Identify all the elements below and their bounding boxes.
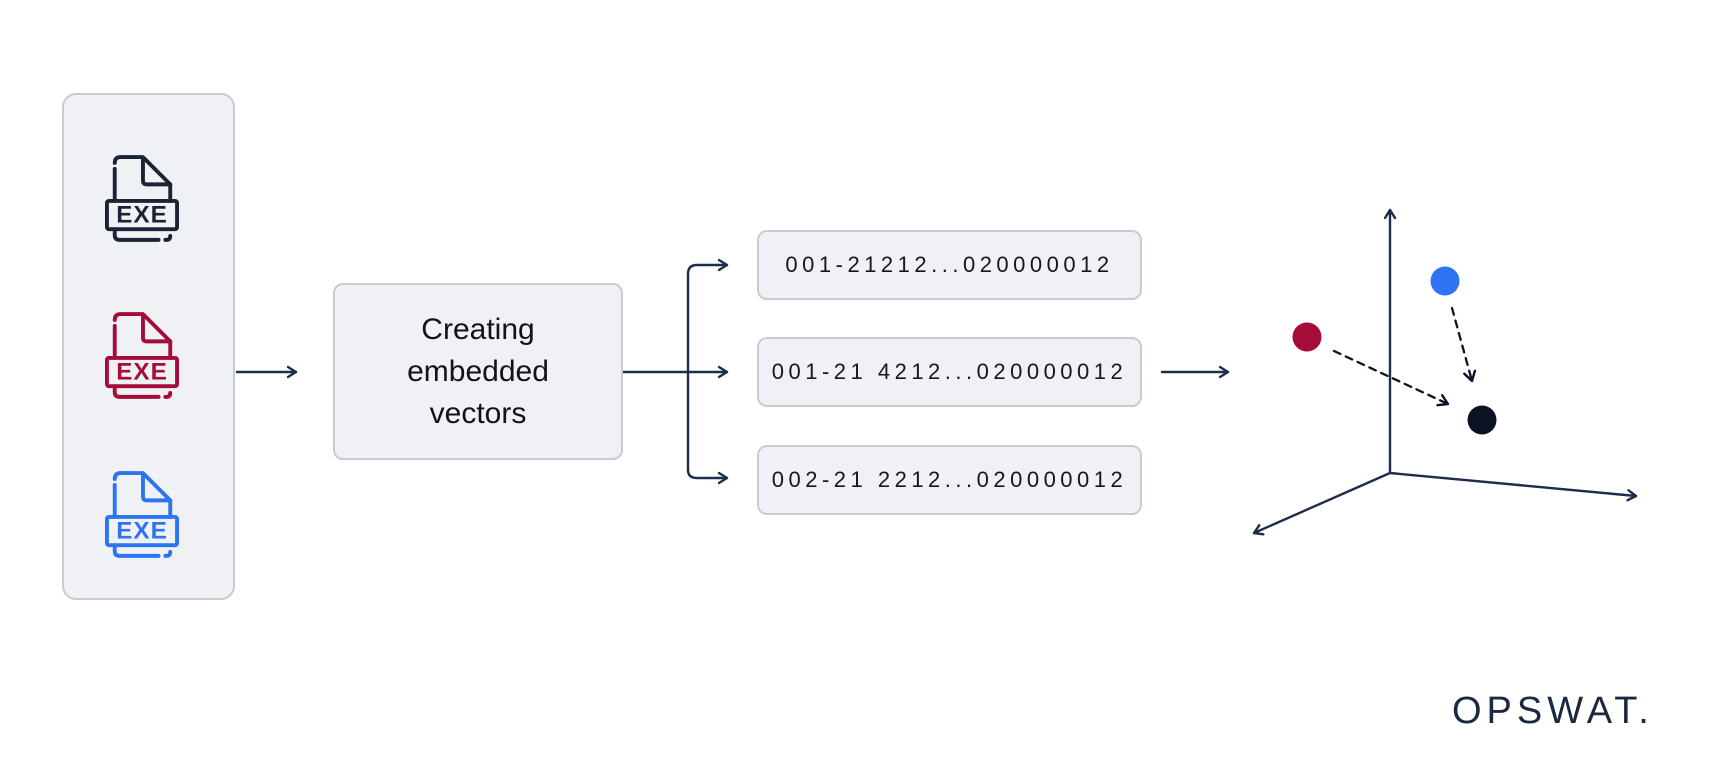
exe-file-icon-crimson: EXE <box>105 312 179 399</box>
arrow-branch-top <box>686 258 729 472</box>
exe-file-outline <box>105 312 179 399</box>
exe-file-icon-blue: EXE <box>105 471 179 558</box>
dashed-arrow-blue-to-dark <box>1450 306 1477 383</box>
vector-box-3: 002-21 2212...020000012 <box>757 445 1142 515</box>
axis-x <box>1388 471 1638 502</box>
vector-value: 001-21 4212...020000012 <box>771 359 1128 384</box>
exe-file-outline <box>105 471 179 558</box>
dashed-arrow-crimson-to-dark <box>1332 349 1450 407</box>
exe-label: EXE <box>116 201 168 228</box>
process-box-label: Creating embedded vectors <box>407 312 549 430</box>
axis-z <box>1252 471 1392 536</box>
dark-point <box>1467 405 1497 435</box>
vector-box-1: 001-21212...020000012 <box>757 230 1142 300</box>
vector-value: 002-21 2212...020000012 <box>771 467 1128 492</box>
exe-label: EXE <box>116 358 168 385</box>
solid-arrows-group <box>235 208 1638 536</box>
opswat-logo: OPSWAT. <box>1452 690 1654 732</box>
exe-file-icon-dark: EXE <box>105 155 179 242</box>
blue-point <box>1430 266 1460 296</box>
process-box: Creating embedded vectors <box>333 283 623 460</box>
crimson-point <box>1292 322 1322 352</box>
exe-label: EXE <box>116 517 168 544</box>
arrow-branch-bottom <box>686 468 729 485</box>
exe-file-outline <box>105 155 179 242</box>
vector-value: 001-21212...020000012 <box>785 252 1114 277</box>
vector-box-2: 001-21 4212...020000012 <box>757 337 1142 407</box>
dashed-arrows-group <box>1332 306 1477 407</box>
